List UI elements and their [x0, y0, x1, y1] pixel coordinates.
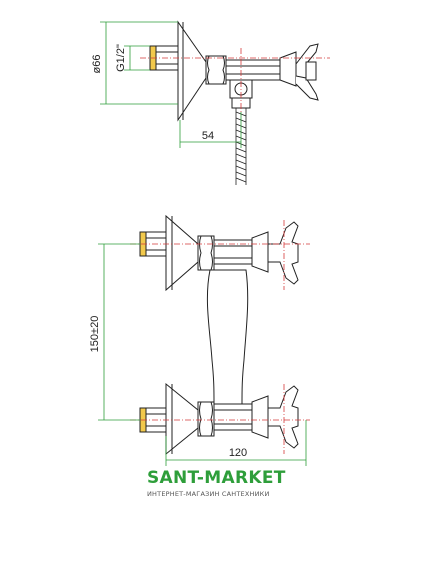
thread-label: G1/2"	[115, 44, 127, 72]
brand-logo: SANT-MARKET ИНТЕРНЕТ-МАГАЗИН САНТЕХНИКИ	[147, 468, 367, 498]
center-distance-label: 150±20	[89, 316, 101, 353]
wall-flange	[177, 20, 207, 122]
upper-flange	[165, 214, 199, 292]
brand-tagline: ИНТЕРНЕТ-МАГАЗИН САНТЕХНИКИ	[147, 490, 270, 498]
lower-flange	[165, 382, 199, 456]
valve-body	[225, 59, 281, 81]
mixer-column	[206, 269, 249, 405]
side-view	[149, 20, 319, 185]
width-label: 120	[229, 447, 247, 459]
top-dimensions	[100, 21, 242, 148]
lower-handle	[267, 385, 299, 449]
diameter-label: ø66	[91, 55, 103, 74]
upper-handle	[267, 221, 299, 285]
front-dimensions	[98, 243, 307, 466]
brand-name: SANT-MARKET	[147, 468, 286, 488]
cross-handle	[279, 51, 297, 87]
depth-label: 54	[202, 130, 214, 142]
front-view	[139, 214, 299, 456]
